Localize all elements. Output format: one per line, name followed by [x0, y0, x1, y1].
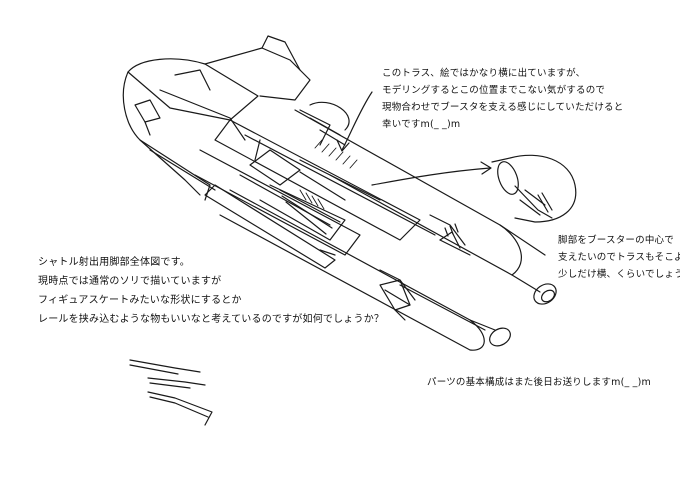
leg-detail-cylinder: [492, 155, 576, 222]
overview-comment-line-2: 現時点では通常のソリで描いていますが: [38, 276, 222, 287]
central-truss-frame: [195, 110, 435, 268]
truss-comment-line-4: 幸いですm(_ _)m: [382, 119, 461, 130]
upper-booster: [295, 102, 560, 308]
overview-comment-line-1: シャトル射出用脚部全体図です。: [38, 257, 190, 268]
overview-comment: シャトル射出用脚部全体図です。 現時点では通常のソリで描いていますが フィギュア…: [38, 253, 384, 329]
truss-comment-line-2: モデリングするとこの位置までこない気がするので: [382, 85, 606, 96]
truss-comment-line-1: このトラス、絵ではかなり横に出ていますが、: [382, 68, 586, 79]
leg-comment: 脚部をブースターの中心で 支えたいのでトラスもそこより 少しだけ横、くらいでしょ…: [558, 232, 680, 283]
leg-callout-arrow: [372, 162, 491, 185]
leg-comment-line-3: 少しだけ横、くらいでしょうか: [558, 269, 680, 280]
parts-comment-line-1: パーツの基本構成はまた後日お送りしますm(_ _)m: [427, 377, 651, 388]
leg-comment-line-2: 支えたいのでトラスもそこより: [558, 252, 680, 263]
rail-sketch: [130, 360, 212, 425]
overview-comment-line-3: フィギュアスケートみたいな形状にするとか: [38, 295, 242, 306]
parts-comment: パーツの基本構成はまた後日お送りしますm(_ _)m: [427, 374, 651, 391]
hatched-truss-block: [300, 140, 357, 209]
shuttle-body: [123, 36, 310, 200]
truss-callout-arrow: [337, 92, 372, 151]
truss-comment-line-3: 現物合わせでブースタを支える感じにしていただけると: [382, 102, 624, 113]
overview-comment-line-4: レールを挟み込むような物もいいなと考えているのですが如何でしょうか？: [38, 314, 385, 325]
leg-brackets: [135, 70, 460, 320]
truss-comment: このトラス、絵ではかなり横に出ていますが、 モデリングするとこの位置までこない気…: [382, 65, 623, 133]
leg-comment-line-1: 脚部をブースターの中心で: [558, 235, 674, 246]
